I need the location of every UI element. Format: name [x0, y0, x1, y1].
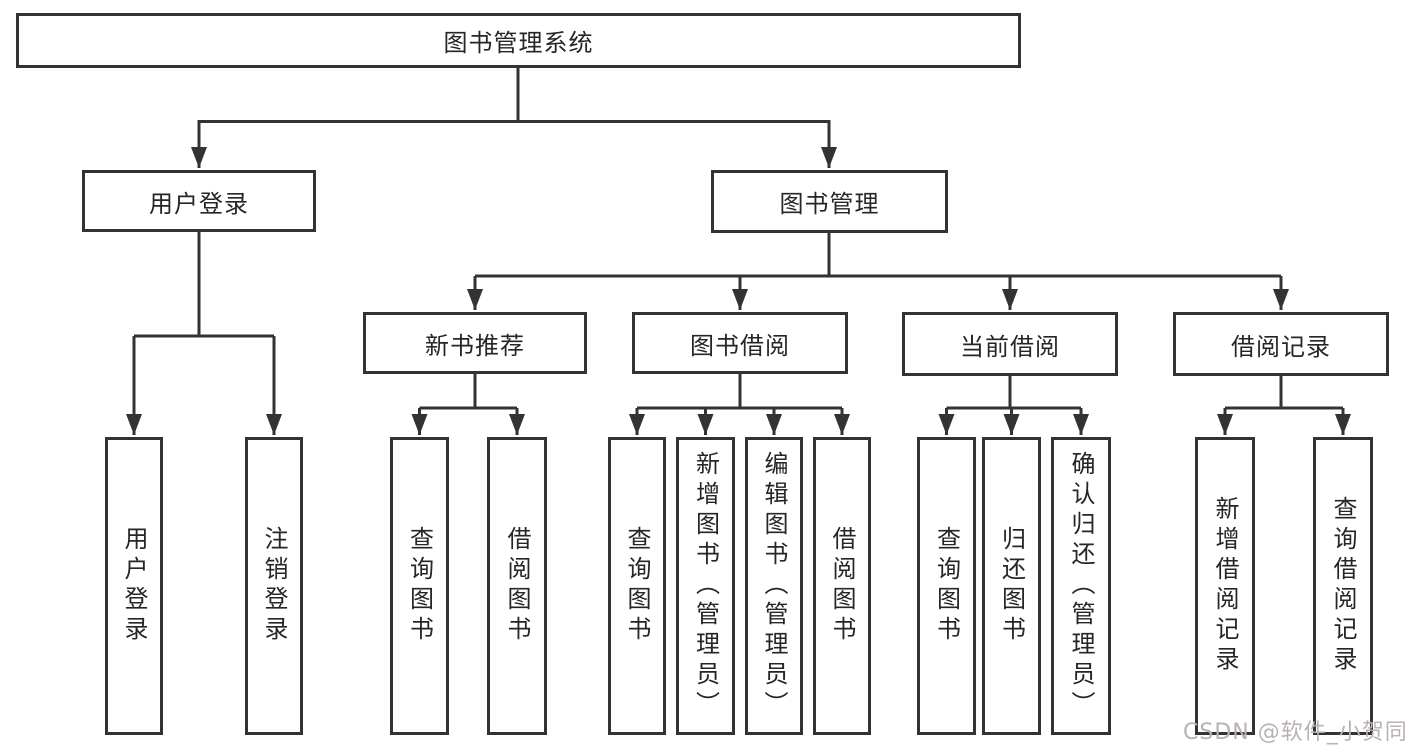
leaf-user-login: 用户登录	[105, 437, 163, 735]
leaf-borrow-books-borrow: 借阅图书	[813, 437, 871, 735]
node-book-management: 图书管理	[711, 170, 948, 233]
leaf-query-books-recommend: 查询图书	[390, 437, 449, 735]
leaf-confirm-return-admin: 确认归还（管理员）	[1051, 437, 1111, 735]
node-user-login: 用户登录	[82, 170, 316, 232]
leaf-query-borrow-record: 查询借阅记录	[1313, 437, 1373, 735]
leaf-add-books-admin: 新增图书（管理员）	[676, 437, 735, 735]
leaf-add-borrow-record: 新增借阅记录	[1195, 437, 1255, 735]
node-borrowing-records: 借阅记录	[1173, 312, 1389, 376]
node-library-management-system: 图书管理系统	[16, 13, 1021, 68]
node-current-borrowing: 当前借阅	[902, 312, 1118, 376]
leaf-borrow-books-recommend: 借阅图书	[487, 437, 547, 735]
leaf-query-books-current: 查询图书	[917, 437, 976, 735]
leaf-edit-books-admin: 编辑图书（管理员）	[745, 437, 803, 735]
leaf-return-books: 归还图书	[982, 437, 1041, 735]
node-book-borrowing: 图书借阅	[632, 312, 848, 374]
node-new-book-recommendation: 新书推荐	[363, 312, 587, 374]
csdn-watermark: CSDN @软件_小贺同学	[1183, 720, 1405, 745]
leaf-logout: 注销登录	[245, 437, 303, 735]
leaf-query-books-borrow: 查询图书	[608, 437, 666, 735]
